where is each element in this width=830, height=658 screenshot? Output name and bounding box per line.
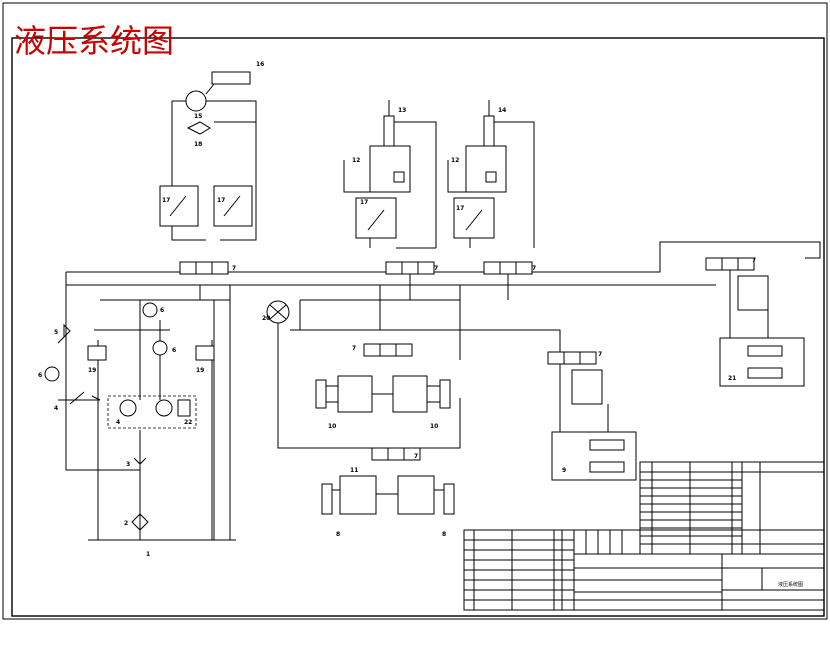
valve-7g (371, 447, 421, 461)
valve-17a (159, 185, 199, 227)
label-10b: 10 (430, 423, 438, 430)
distributor-20: 20 (262, 300, 290, 324)
label-10a: 10 (328, 423, 336, 430)
main-lines (65, 241, 821, 541)
circuit-13: 13 12 17 (343, 100, 437, 249)
label-11: 11 (350, 467, 358, 474)
pump-4a (119, 399, 137, 417)
relief-19b (195, 345, 215, 361)
label-8a: 8 (336, 531, 340, 538)
pump-unit: 6 6 5 6 19 19 4 4 22 3 2 1 (38, 302, 215, 558)
label-7g: 7 (414, 453, 418, 460)
label-7b: 7 (434, 265, 438, 272)
label-20: 20 (262, 315, 270, 322)
gauge-6a (142, 302, 158, 318)
label-7d: 7 (752, 257, 756, 264)
actuator-16 (211, 71, 251, 85)
cylinder-14 (483, 115, 495, 147)
parts-list-right (639, 461, 825, 555)
label-6a: 6 (160, 307, 164, 314)
label-19a: 19 (88, 367, 96, 374)
valve-7d (705, 257, 755, 271)
motor-circuit: 16 15 18 17 17 (159, 61, 264, 241)
label-17b: 17 (217, 197, 225, 204)
label-7c: 7 (532, 265, 536, 272)
label-12a: 12 (352, 157, 360, 164)
label-14: 14 (498, 107, 506, 114)
label-21: 21 (728, 375, 736, 382)
label-1: 1 (146, 551, 150, 558)
label-6c: 6 (38, 372, 42, 379)
label-22: 22 (184, 419, 192, 426)
label-17a: 17 (162, 197, 170, 204)
drawing-name: 液压系统图 (778, 581, 803, 588)
circuit-14: 14 12 17 (447, 100, 535, 248)
label-19b: 19 (196, 367, 204, 374)
directional-valves: 7 7 7 7 7 7 7 (179, 257, 756, 461)
pump-4b (155, 399, 173, 417)
cylinder-13 (383, 115, 395, 147)
label-16: 16 (256, 61, 264, 68)
cylinder-group-21: 21 (719, 270, 805, 387)
motor-symbol (185, 90, 207, 112)
cylinder-group-9: 9 (551, 364, 637, 481)
label-15: 15 (194, 113, 202, 120)
valve-17d (453, 197, 495, 239)
gauge-6c (44, 366, 60, 382)
cylinder-group-11: 11 8 8 (321, 467, 455, 538)
block-12a (369, 145, 411, 193)
label-5: 5 (54, 329, 58, 336)
label-17c: 17 (360, 199, 368, 206)
label-6b: 6 (172, 347, 176, 354)
label-2: 2 (124, 520, 128, 527)
valve-7f (547, 351, 597, 365)
label-18: 18 (194, 141, 202, 148)
valve-7c (483, 261, 533, 275)
drawing-title: 液压系统图 (14, 22, 174, 60)
motor-22 (177, 399, 191, 417)
title-block: 液压系统图 (573, 529, 825, 611)
valve-7b (385, 261, 435, 275)
relief-19a (87, 345, 107, 361)
label-17d: 17 (456, 205, 464, 212)
valve-7e (363, 343, 413, 357)
parts-list-left (463, 529, 575, 611)
inner-frame (11, 37, 825, 617)
label-3: 3 (126, 461, 130, 468)
label-7e: 7 (352, 345, 356, 352)
label-8b: 8 (442, 531, 446, 538)
valve-7a (179, 261, 229, 275)
label-9: 9 (562, 467, 566, 474)
gauge-6b (152, 340, 168, 356)
valve-17c (355, 197, 397, 239)
label-4a: 4 (116, 419, 120, 426)
valve-17b (213, 185, 253, 227)
block-12b (465, 145, 507, 193)
label-12b: 12 (451, 157, 459, 164)
label-4b: 4 (54, 405, 58, 412)
label-7a: 7 (232, 265, 236, 272)
label-13: 13 (398, 107, 406, 114)
label-7f: 7 (598, 351, 602, 358)
outer-frame (2, 2, 828, 620)
cylinder-group-10: 10 10 (315, 375, 451, 430)
